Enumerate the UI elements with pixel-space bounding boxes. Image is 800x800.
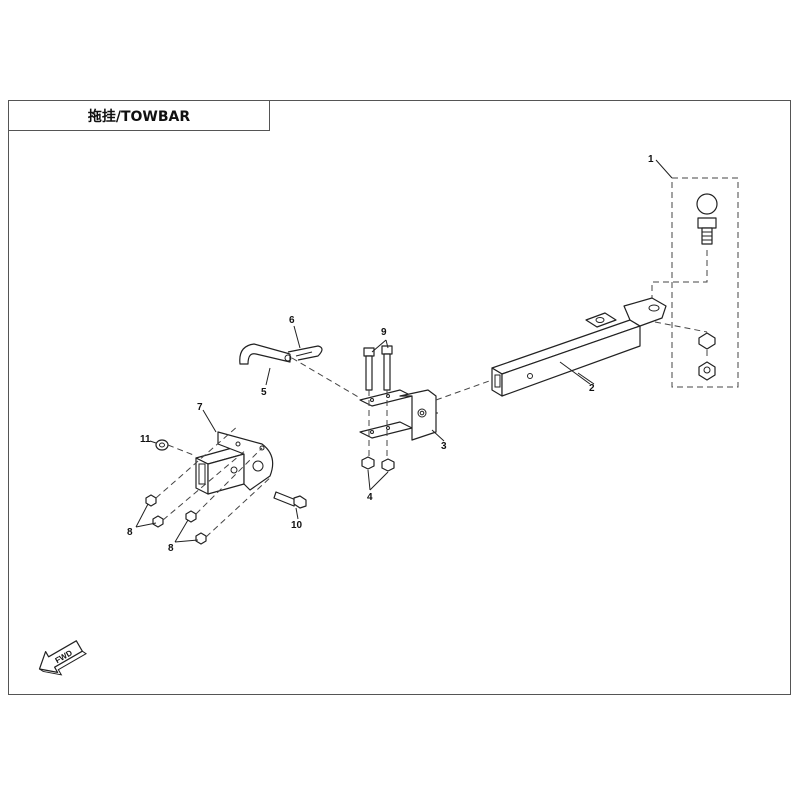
screw-1 [145,494,157,507]
callout-11: 11 [140,434,151,445]
callout-2: 2 [589,383,595,394]
screw-2 [152,515,164,528]
callout-1: 1 [648,154,654,165]
part-1-group-box [671,177,739,388]
part-8-screws [145,425,273,545]
hitch-ball-collar [697,217,717,229]
part-3-receiver-bracket [359,379,493,441]
part-2-drawbar [491,297,667,397]
fwd-arrow-shape [38,640,83,673]
part-10-bolt [273,491,307,509]
lock-washer [698,332,716,350]
part-1-assembly-line [651,250,708,302]
callout-8-upper: 8 [127,527,133,538]
screw-3 [185,510,197,523]
screw-4 [195,532,207,545]
callout-labels: 1 2 3 4 5 6 7 8 8 9 10 11 [127,154,654,554]
bracket-hole [417,408,427,418]
pin-clip [287,345,323,361]
washer [155,439,169,451]
mount-plate [217,431,274,491]
nut-left [361,456,375,470]
bolt-10-shank [273,491,297,507]
nut-right [381,458,395,472]
part-1-hitch-ball-group [651,177,739,388]
title-box: 拖挂/TOWBAR [8,100,270,131]
callout-8-lower: 8 [168,543,174,554]
callout-7: 7 [197,402,203,413]
page-title: 拖挂/TOWBAR [87,108,191,125]
bolt-head-right [381,345,393,355]
part-6-pin-clip [287,345,323,361]
bolt-shank-right [383,353,391,391]
ball-nut [698,361,716,381]
part-9-bolts [363,345,393,462]
callout-10: 10 [291,520,303,531]
part-11-washer [155,439,197,457]
callout-5: 5 [261,387,267,398]
bolt-10-head [293,495,307,509]
leader-lines [135,159,673,543]
callout-3: 3 [441,441,447,452]
mount-tube-end [195,457,209,495]
bracket-to-drawbar-line [435,379,493,401]
callout-9: 9 [381,327,387,338]
bolt-head-left [363,347,375,357]
bracket-upper-flange [359,389,413,407]
bracket-lower-flange [359,421,413,439]
drawbar-side-face [501,325,641,397]
hitch-pin-body [239,343,291,365]
pin-assembly-line [291,357,361,399]
fwd-arrow: FWD [38,640,88,676]
drawbar-tab [585,312,617,328]
part-7-mount-bracket [195,431,274,495]
bolt-shank-left [365,355,373,391]
drawing-frame [8,100,791,695]
part-4-nuts [361,456,395,472]
part-5-hitch-pin [239,343,361,399]
callout-4: 4 [367,492,373,503]
callout-6: 6 [289,315,295,326]
hitch-ball [696,193,718,215]
